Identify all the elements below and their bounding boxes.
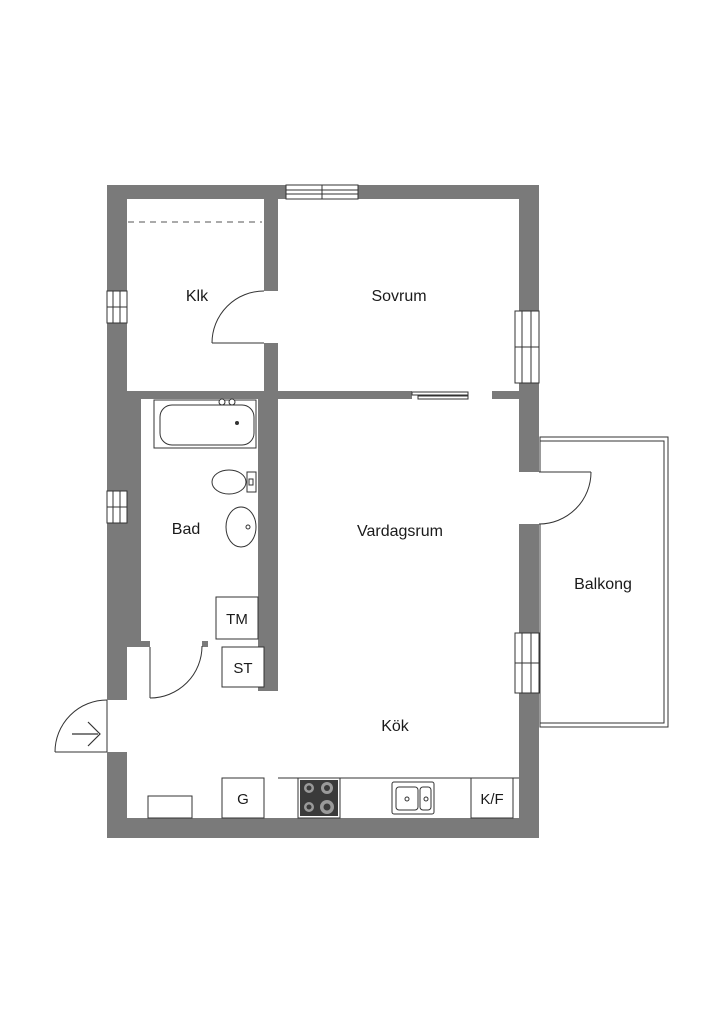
door-entrance	[54, 699, 108, 753]
kf-label: K/F	[480, 791, 503, 808]
doors	[54, 290, 592, 753]
tm-box: TM	[215, 596, 259, 640]
exterior-walls	[107, 185, 539, 838]
window-vardagsrum-right	[514, 632, 540, 694]
window-sovrum-right	[514, 310, 540, 384]
room-label-vardagsrum: Vardagsrum	[357, 523, 443, 540]
interior-walls	[127, 199, 519, 691]
room-label-klk: Klk	[186, 288, 209, 305]
window-bad-left	[106, 490, 128, 524]
g-label: G	[237, 791, 249, 808]
hall-shelf	[147, 795, 193, 819]
room-label-balkong: Balkong	[574, 576, 632, 593]
door-klk	[211, 290, 265, 344]
balcony	[539, 436, 669, 728]
stove	[297, 777, 341, 819]
kitchen-counter: K/F	[278, 777, 519, 819]
st-box: ST	[221, 646, 265, 688]
door-bad	[149, 645, 203, 699]
room-label-bad: Bad	[172, 521, 200, 538]
bathroom-sink	[225, 506, 257, 548]
room-label-kok: Kök	[381, 718, 410, 735]
door-sovrum-sliding	[411, 391, 469, 400]
bathtub	[153, 398, 257, 449]
tm-label: TM	[226, 611, 248, 628]
g-box: G	[221, 777, 265, 819]
st-label: ST	[233, 660, 252, 677]
window-top	[285, 184, 359, 200]
room-label-sovrum: Sovrum	[371, 288, 426, 305]
kf-box: K/F	[470, 777, 514, 819]
windows	[106, 184, 540, 694]
kitchen-sink	[391, 781, 435, 815]
door-balkong	[538, 471, 592, 525]
openings	[105, 291, 541, 818]
toilet	[211, 469, 257, 495]
window-klk-left	[106, 290, 128, 324]
